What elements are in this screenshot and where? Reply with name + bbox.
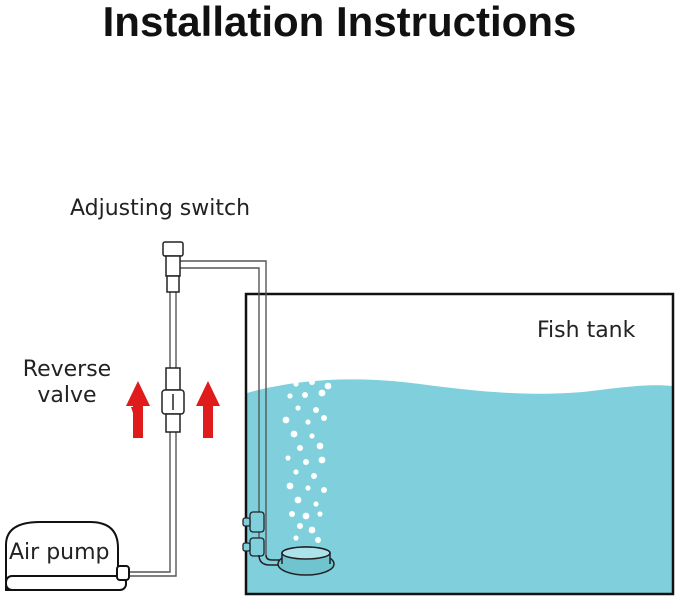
up-arrow-icon (196, 381, 220, 438)
bubble (285, 455, 291, 461)
page-title: Installation Instructions (102, 0, 577, 45)
bubble (309, 433, 315, 439)
bubble (316, 442, 324, 450)
adjusting-switch-label: Adjusting switch (70, 196, 251, 221)
bubble (293, 381, 299, 387)
bubble (311, 473, 317, 479)
bubble (324, 382, 332, 390)
bubble (289, 511, 295, 517)
bubble (293, 535, 299, 541)
bubble (305, 419, 311, 425)
air-pump-label: Air pump (9, 540, 110, 565)
up-arrow-icon (126, 381, 150, 438)
air-bubbles (282, 379, 332, 543)
bubble (293, 469, 299, 475)
bubble (321, 487, 327, 493)
bubble (317, 511, 323, 517)
check-valve-icon (161, 367, 185, 433)
bubble (321, 415, 327, 421)
bubble (297, 445, 303, 451)
bubble (287, 393, 293, 399)
bubble (302, 392, 308, 398)
bubble (318, 389, 326, 397)
bubble (315, 537, 321, 543)
bubble (282, 416, 290, 424)
bubble (305, 485, 311, 491)
air-pump-icon (5, 521, 130, 591)
bubble (302, 512, 310, 520)
suction-cup (242, 511, 265, 557)
fish-tank-label: Fish tank (537, 318, 636, 343)
control-valve-icon (162, 241, 184, 293)
bubble (313, 501, 319, 507)
tank-water (247, 379, 672, 594)
bubble (294, 496, 302, 504)
bubble (297, 523, 303, 529)
bubble (290, 430, 298, 438)
bubble (313, 407, 319, 413)
bubble (308, 526, 316, 534)
bubble (309, 379, 315, 385)
bubble (295, 405, 301, 411)
bubble (303, 459, 309, 465)
air-stone-icon (277, 546, 335, 576)
bubble (286, 482, 294, 490)
tube-elbow (258, 554, 286, 566)
bubble (318, 456, 326, 464)
fish-tank (244, 292, 675, 596)
